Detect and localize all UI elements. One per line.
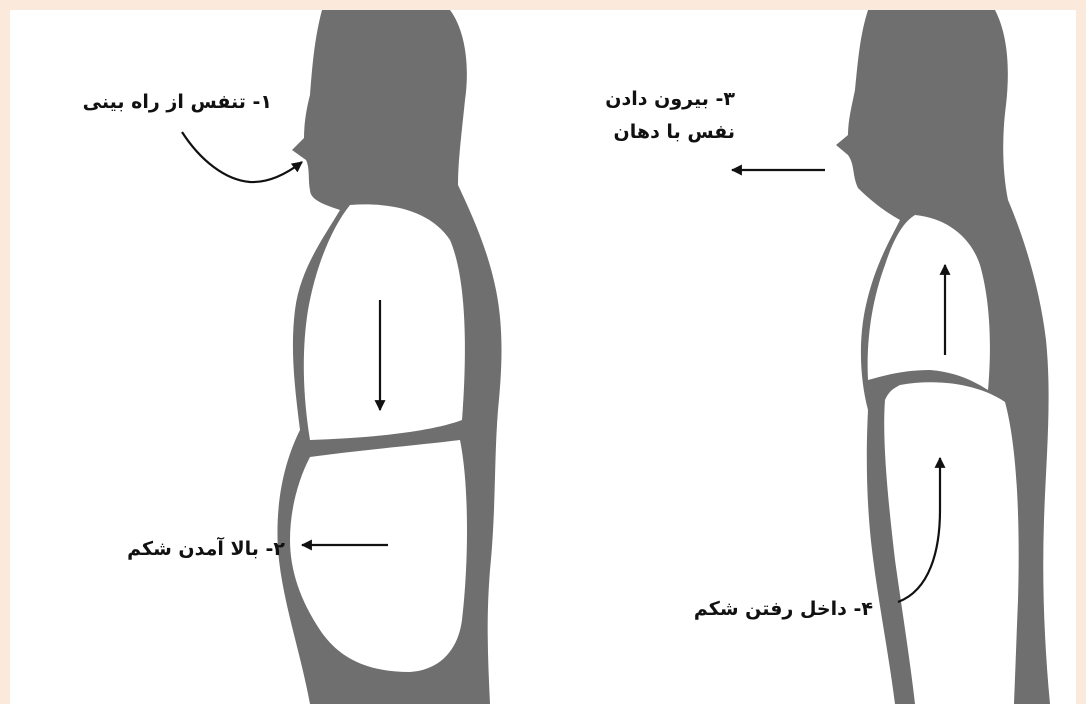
left-figure xyxy=(277,10,501,704)
step3-label-line1: ۳- بیرون دادن xyxy=(530,85,735,114)
diagram-canvas: ۱- تنفس از راه بینی ۲- بالا آمدن شکم ۳- … xyxy=(10,10,1076,704)
step1-label: ۱- تنفس از راه بینی xyxy=(32,88,272,117)
step2-label: ۲- بالا آمدن شکم xyxy=(40,535,285,564)
step3-label-line2: نفس با دهان xyxy=(530,118,735,147)
left-nose-arrow xyxy=(182,132,302,182)
step4-label: ۴- داخل رفتن شکم xyxy=(618,595,873,624)
